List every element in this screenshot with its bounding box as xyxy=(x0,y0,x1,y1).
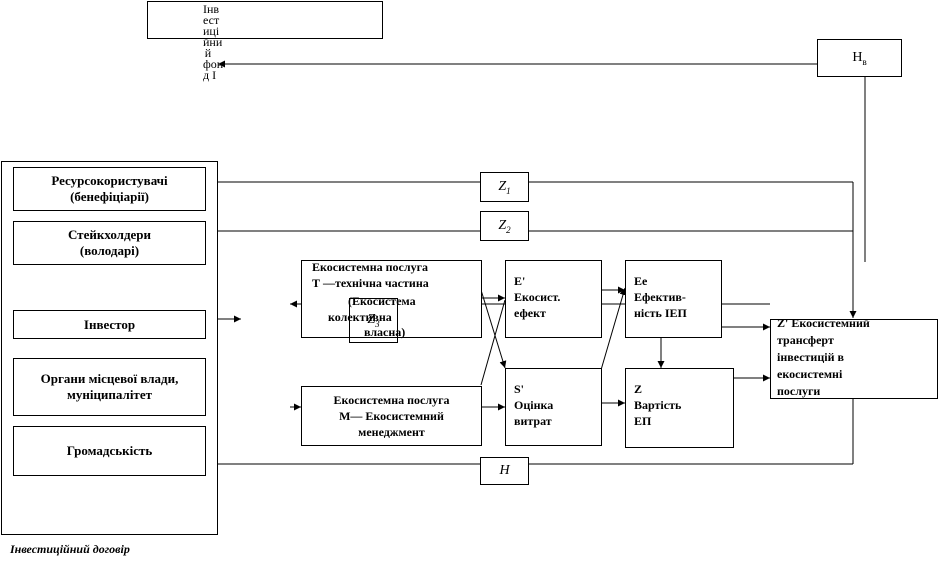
hv-label: Нв xyxy=(852,49,867,67)
service-t-box: Екосистемна послуга Т —технічна частина … xyxy=(301,260,482,339)
z2-box: Z2 xyxy=(480,211,529,241)
cost-estimate-box: S' Оцінка витрат xyxy=(505,368,602,446)
investment-agreement-caption: Інвестиційний договір xyxy=(10,542,130,556)
investment-fund-line: иці xyxy=(203,24,220,38)
investment-agreement-panel xyxy=(1,161,218,535)
ecosystem-effect-label: Е' Екосист. ефект xyxy=(514,274,561,320)
investment-fund-line: ест xyxy=(203,13,220,27)
service-m-box: Екосистемна послуга М— Екосистемний мене… xyxy=(301,386,482,446)
efficiency-label: Ее Ефектив- ність ІЕП xyxy=(634,274,687,320)
local-authorities-box: Органи місцевої влади, муніципалітет xyxy=(13,358,206,416)
stakeholders-label: Стейкхолдери (володарі) xyxy=(67,227,152,258)
investment-fund-line: Інв xyxy=(203,2,220,16)
investor-box: Інвестор xyxy=(13,310,206,339)
community-box: Громадськість xyxy=(13,426,206,476)
service-m-label: Екосистемна послуга М— Екосистемний мене… xyxy=(333,393,450,439)
efficiency-box: Ее Ефектив- ність ІЕП xyxy=(625,260,722,338)
z3-label: Z3 xyxy=(367,312,380,329)
z1-box: Z1 xyxy=(480,172,529,202)
hv-box: Нв xyxy=(817,39,902,77)
h-label: Н xyxy=(499,463,510,478)
local-authorities-label: Органи місцевої влади, муніципалітет xyxy=(40,371,179,402)
investment-fund-line: йни xyxy=(203,35,223,49)
z3-box: Z3 xyxy=(349,298,398,343)
resource-users-label: Ресурсокористувачі (бенефіціарії) xyxy=(51,173,168,204)
ecosystem-transfer-label: Z' Екосистемний трансферт інвестицій в е… xyxy=(777,316,870,398)
z1-label: Z1 xyxy=(498,178,511,196)
community-label: Громадськість xyxy=(66,443,153,458)
service-t-line5: власна) xyxy=(364,325,406,339)
investment-fund-line: й xyxy=(204,46,212,60)
resource-users-box: Ресурсокористувачі (бенефіціарії) xyxy=(13,167,206,211)
ecosystem-transfer-box: Z' Екосистемний трансферт інвестицій в е… xyxy=(770,316,938,399)
es-value-box: Z Вартість ЕП xyxy=(625,368,734,448)
service-t-line3: (Екосистема xyxy=(348,294,416,308)
stakeholders-box: Стейкхолдери (володарі) xyxy=(13,221,206,265)
cost-estimate-label: S' Оцінка витрат xyxy=(514,382,554,428)
es-value-label: Z Вартість ЕП xyxy=(634,382,682,428)
service-t-line1: Екосистемна послуга xyxy=(312,260,429,274)
investment-fund-line: фон xyxy=(203,57,224,71)
investor-label: Інвестор xyxy=(83,316,136,332)
z2-label: Z2 xyxy=(498,217,511,235)
investment-fund-line: д І xyxy=(203,68,217,82)
h-box: Н xyxy=(480,457,529,485)
ecosystem-effect-box: Е' Екосист. ефект xyxy=(505,260,602,338)
service-t-line4: колективна xyxy=(328,310,392,324)
service-t-line2: Т —технічна частина xyxy=(312,276,429,290)
